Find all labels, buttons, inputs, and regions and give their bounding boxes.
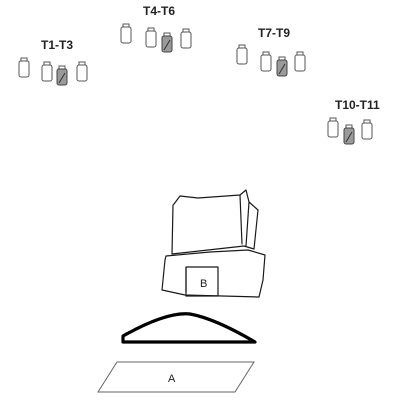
bottle-icon — [236, 44, 248, 65]
bottle-icon — [41, 61, 53, 82]
group-label-t10-t11: T10-T11 — [335, 98, 380, 112]
bottle-icon — [145, 27, 157, 48]
marked-bottle-icon — [161, 32, 173, 53]
plate-a — [97, 361, 255, 393]
bottle-icon — [294, 51, 306, 72]
bottle-group-t1-t3 — [18, 57, 88, 86]
bottle-icon — [260, 51, 272, 72]
bottle-group-t7-t9 — [236, 44, 306, 77]
bottle-group-t4-t6 — [120, 23, 192, 53]
bottle-icon — [120, 23, 132, 44]
plate-a-label: A — [168, 373, 176, 385]
upper-block-sketch — [171, 189, 259, 255]
bottle-icon — [18, 57, 30, 78]
mound-outline — [121, 312, 257, 344]
box-b-label: B — [200, 278, 207, 290]
marked-bottle-icon — [276, 56, 288, 77]
lower-block-sketch — [161, 249, 266, 298]
group-label-t4-t6: T4-T6 — [143, 4, 175, 18]
marked-bottle-icon — [56, 65, 68, 86]
marked-bottle-icon — [343, 124, 355, 145]
bottle-icon — [327, 117, 339, 138]
bottle-icon — [180, 28, 192, 49]
bottle-icon — [76, 61, 88, 82]
bottle-group-t10-t11 — [327, 117, 373, 145]
box-b — [185, 266, 219, 297]
bottle-icon — [361, 119, 373, 140]
group-label-t1-t3: T1-T3 — [41, 38, 73, 52]
group-label-t7-t9: T7-T9 — [258, 26, 290, 40]
